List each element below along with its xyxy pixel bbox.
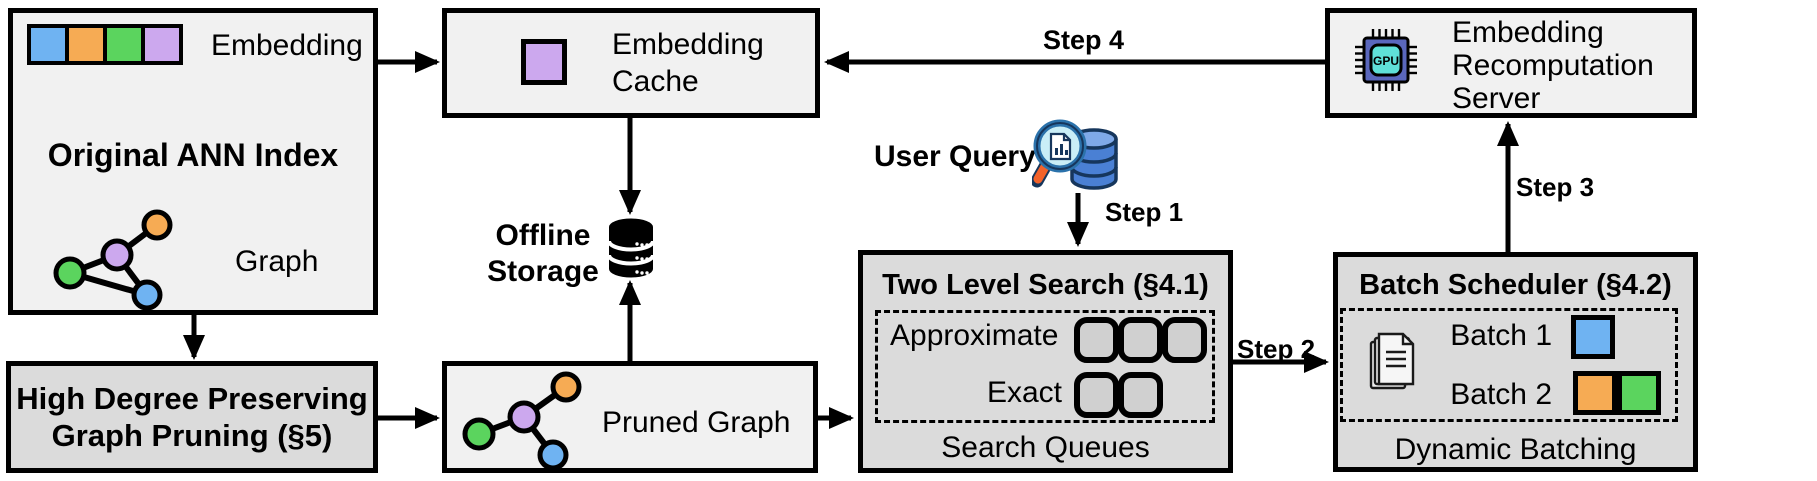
search-queues-dashed-box: [875, 310, 1215, 423]
gpu-icon: GPU: [1355, 29, 1417, 91]
exact-queue-icons: [1074, 372, 1163, 418]
approximate-label: Approximate: [890, 319, 1059, 352]
embedding-cache-label: Embedding Cache: [612, 28, 764, 98]
embedding-chip-purple: [141, 24, 183, 65]
embedding-vector-icon: [27, 24, 183, 65]
graph-label: Graph: [235, 245, 319, 278]
original-ann-index-title: Original ANN Index: [47, 137, 339, 173]
batch2-green-square: [1617, 371, 1661, 415]
embedding-cache-box: Embedding Cache: [442, 8, 820, 118]
batch1-label: Batch 1: [1450, 319, 1552, 352]
embedding-label: Embedding: [211, 29, 363, 62]
cached-embedding-icon: [521, 39, 567, 85]
step1-label: Step 1: [1105, 197, 1184, 227]
batch-scheduler-box: Batch Scheduler (§4.2) Batch 1 Batch 2 D…: [1333, 252, 1698, 472]
embedding-chip-orange: [65, 24, 107, 65]
original-ann-index-box: Embedding Original ANN Index Graph: [8, 8, 378, 315]
gpu-icon-text: GPU: [1373, 54, 1399, 68]
batch1-blue-square: [1571, 315, 1615, 359]
batch2-label: Batch 2: [1450, 378, 1552, 411]
pruned-graph-label: Pruned Graph: [602, 406, 791, 439]
documents-icon: [1369, 332, 1415, 390]
recomputation-server-label: Embedding Recomputation Server: [1452, 16, 1654, 115]
batch-scheduler-title: Batch Scheduler (§4.2): [1359, 269, 1672, 301]
embedding-chip-blue: [27, 24, 69, 65]
two-level-search-title: Two Level Search (§4.1): [882, 269, 1209, 301]
step4-label: Step 4: [1043, 25, 1125, 55]
offline-storage-icon: [607, 218, 655, 278]
step2-label: Step 2: [1237, 334, 1316, 364]
approximate-queue-icons: [1074, 317, 1207, 363]
dynamic-batching-caption: Dynamic Batching: [1394, 433, 1637, 466]
exact-label: Exact: [986, 376, 1062, 409]
user-query-label: User Query: [874, 140, 1036, 173]
user-query-icon: [1032, 119, 1118, 190]
graph-pruning-box: High Degree Preserving Graph Pruning (§5…: [6, 361, 378, 473]
graph-pruning-title: High Degree Preserving Graph Pruning (§5…: [16, 381, 368, 453]
two-level-search-box: Two Level Search (§4.1) Approximate Exac…: [858, 250, 1233, 473]
ann-graph-icon: [53, 209, 173, 311]
offline-storage-label: Offline Storage: [487, 219, 599, 288]
pruned-graph-icon: [462, 371, 582, 468]
step3-label: Step 3: [1516, 172, 1595, 202]
dynamic-batching-dashed-box: [1340, 308, 1678, 422]
batch2-orange-square: [1573, 371, 1617, 415]
embedding-chip-green: [103, 24, 145, 65]
recomputation-server-box: GPU Embedding Recomputation Server: [1325, 8, 1697, 118]
pruned-graph-box: Pruned Graph: [442, 361, 818, 473]
search-queues-caption: Search Queues: [941, 431, 1150, 464]
